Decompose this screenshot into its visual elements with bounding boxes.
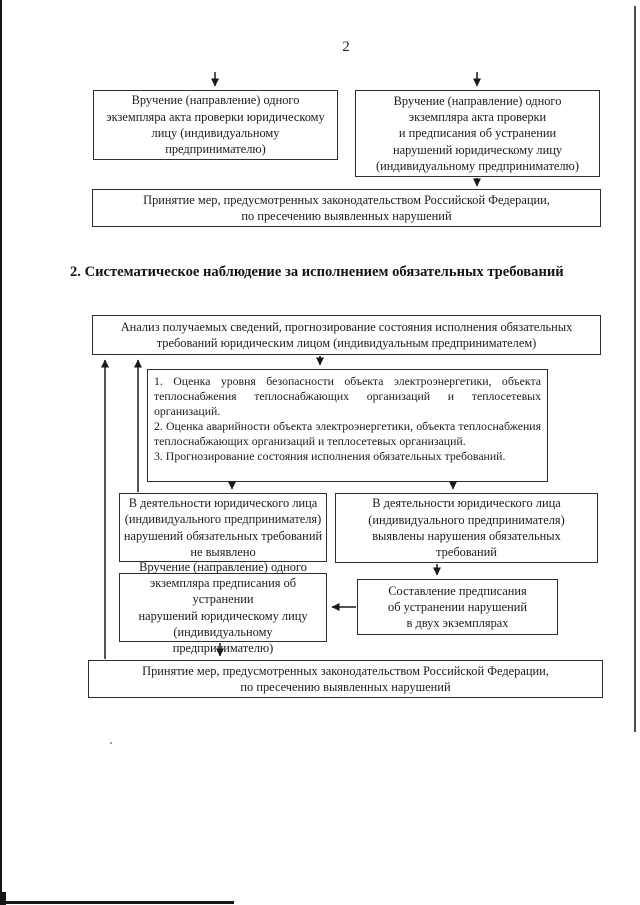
section-heading: 2. Систематическое наблюдение за исполне… <box>70 264 564 280</box>
assessment-item-1: 1. Оценка уровня безопасности объекта эл… <box>154 374 541 419</box>
box-violations-found: В деятельности юридического лица (индиви… <box>335 493 598 563</box>
scan-noise-dot <box>110 742 112 744</box>
box-order-drafting: Составление предписания об устранении на… <box>357 579 558 635</box>
box-order-delivery: Вручение (направление) одного экземпляра… <box>119 560 327 655</box>
assessment-item-3: 3. Прогнозирование состояния исполнения … <box>154 449 506 464</box>
box-no-violations: В деятельности юридического лица (индиви… <box>119 493 327 562</box>
box-assessment-list: 1. Оценка уровня безопасности объекта эл… <box>147 369 548 482</box>
scan-corner-blob <box>0 892 6 905</box>
assessment-item-2: 2. Оценка аварийности объекта электроэне… <box>154 419 541 449</box>
box-act-delivery: Вручение (направление) одного экземпляра… <box>93 90 338 160</box>
box-act-and-order-delivery: Вручение (направление) одного экземпляра… <box>355 90 600 177</box>
scan-edge-right <box>634 6 636 732</box>
scan-edge-left <box>0 0 2 905</box>
box-measures-bottom: Принятие мер, предусмотренных законодате… <box>88 660 603 698</box>
box-measures-top: Принятие мер, предусмотренных законодате… <box>92 189 601 227</box>
scan-edge-bottom <box>0 901 234 904</box>
box-analysis: Анализ получаемых сведений, прогнозирова… <box>92 315 601 355</box>
page-number: 2 <box>342 39 350 55</box>
